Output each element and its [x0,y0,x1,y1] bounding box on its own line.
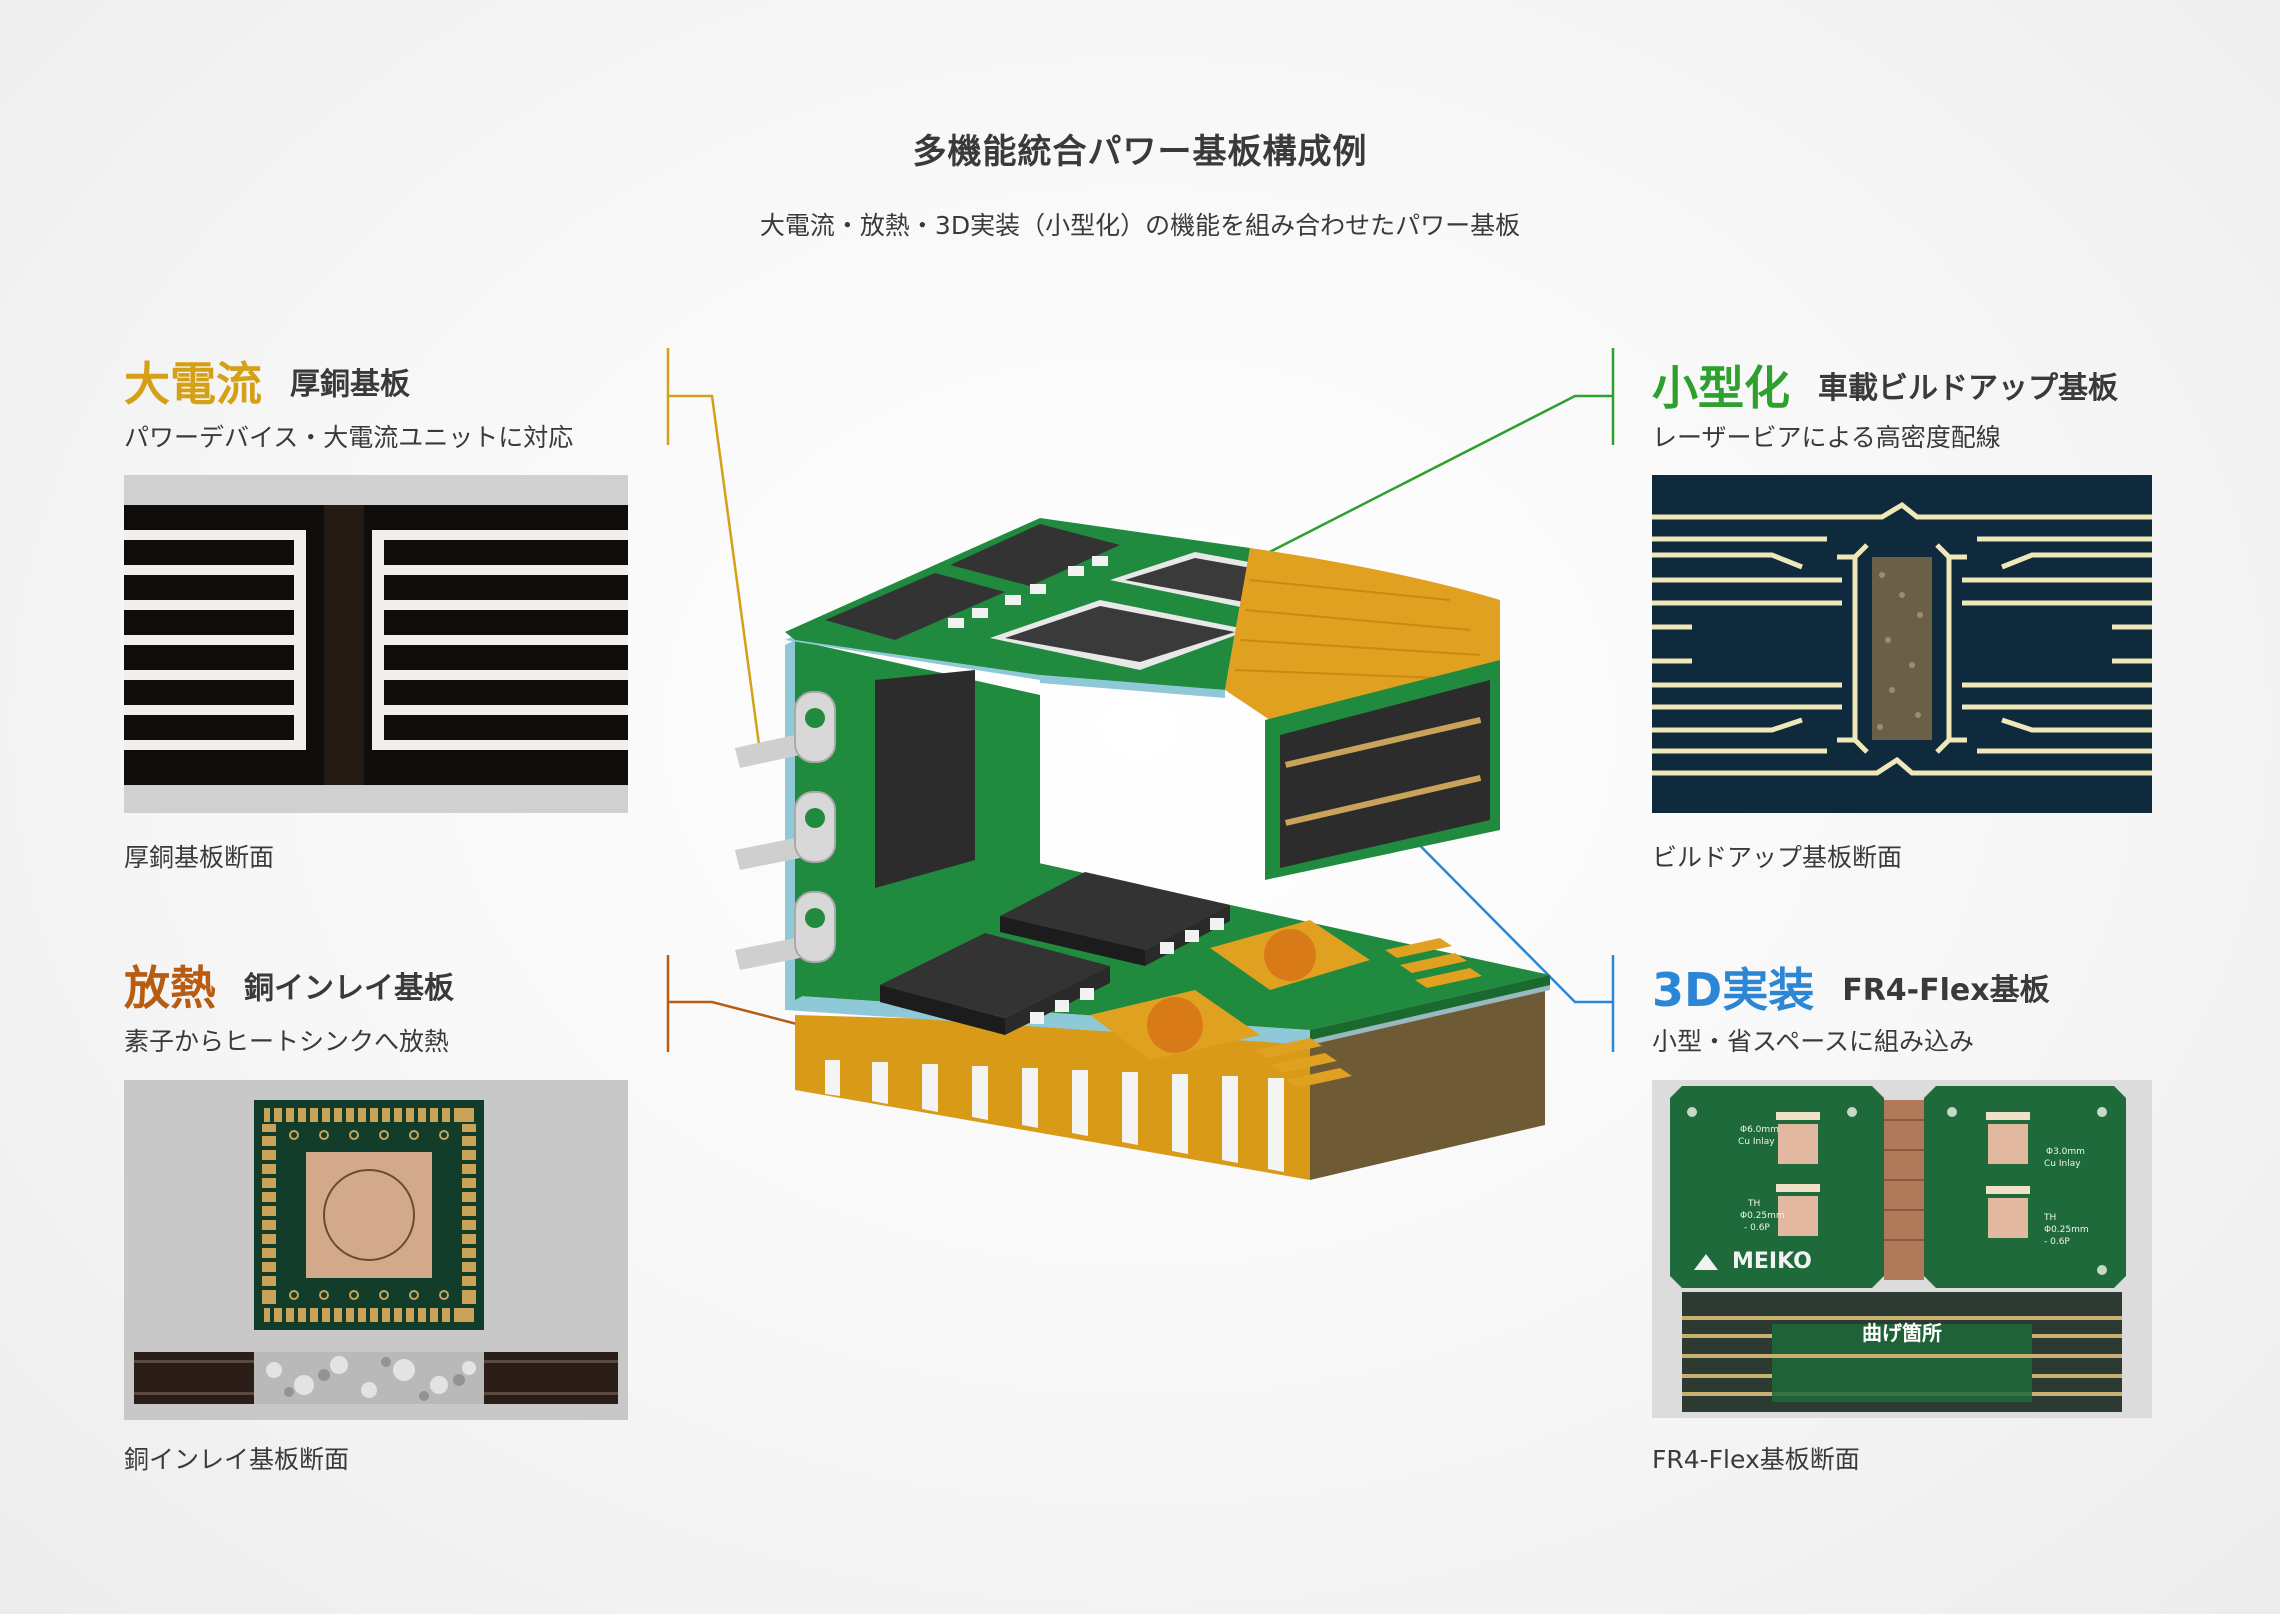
section-mount3d-heading: 3D実装 FR4-Flex基板 [1652,954,2050,1020]
copper-inlay-caption: 銅インレイ基板断面 [124,1445,350,1474]
section-miniature-label: 小型化 [1652,361,1790,415]
flex-right-text-1: Φ3.0mm [2046,1147,2085,1157]
flex-left-text-3: TH [1747,1199,1760,1209]
buildup-caption: ビルドアップ基板断面 [1652,843,1903,872]
meiko-logo-text: MEIKO [1732,1249,1812,1274]
section-miniature-heading: 小型化車載ビルドアップ基板 [1652,352,2118,418]
section-mount3d-description: 小型・省スペースに組み込み [1652,1027,1975,1056]
section-heat-description: 素子からヒートシンクへ放熱 [124,1027,450,1056]
section-heat-heading: 放熱銅インレイ基板 [124,952,454,1018]
leader-miniature [1249,348,1615,564]
flex-right-text-3: TH [2043,1213,2056,1223]
section-mount3d-type: FR4-Flex基板 [1842,973,2050,1008]
section-current-type: 厚銅基板 [290,367,410,402]
fr4-flex-caption: FR4-Flex基板断面 [1652,1445,1860,1474]
section-heat-label: 放熱 [124,961,216,1015]
flex-left-text-2: Cu Inlay [1738,1137,1775,1147]
section-mount3d-label: 3D実装 [1652,963,1815,1017]
flex-left-text-1: Φ6.0mm [1740,1125,1779,1135]
leader-current [666,348,762,753]
section-current-heading: 大電流厚銅基板 [124,348,410,414]
thick-copper-caption: 厚銅基板断面 [124,843,275,872]
leader-mount3d [1354,779,1615,1052]
page-title: 多機能統合パワー基板構成例 [912,132,1368,172]
flex-region [1225,548,1500,880]
buildup-photo [1652,475,2152,813]
section-miniature-description: レーザービアによる高密度配線 [1652,423,2001,452]
fr4-flex-photo: Φ6.0mm Cu Inlay TH Φ0.25mm - 0.6P Φ3.0mm… [1652,1080,2152,1418]
flex-left-text-5: - 0.6P [1744,1223,1770,1233]
section-heat-type: 銅インレイ基板 [244,971,454,1006]
meiko-logo-icon [1694,1254,1718,1270]
section-current-label: 大電流 [124,357,262,411]
section-current-description: パワーデバイス・大電流ユニットに対応 [124,423,574,452]
flex-right-text-5: - 0.6P [2044,1237,2070,1247]
top-board [785,518,1345,698]
flex-right-text-4: Φ0.25mm [2044,1225,2089,1235]
bend-label: 曲げ箇所 [1862,1321,1942,1345]
thick-copper-photo [124,475,628,813]
left-vertical-board [735,640,1040,1005]
section-miniature-type: 車載ビルドアップ基板 [1818,371,2118,406]
page-subtitle: 大電流・放熱・3D実装（小型化）の機能を組み合わせたパワー基板 [759,211,1521,240]
copper-inlay-photo [124,1080,628,1420]
flex-left-text-4: Φ0.25mm [1740,1211,1785,1221]
flex-right-text-2: Cu Inlay [2044,1159,2081,1169]
